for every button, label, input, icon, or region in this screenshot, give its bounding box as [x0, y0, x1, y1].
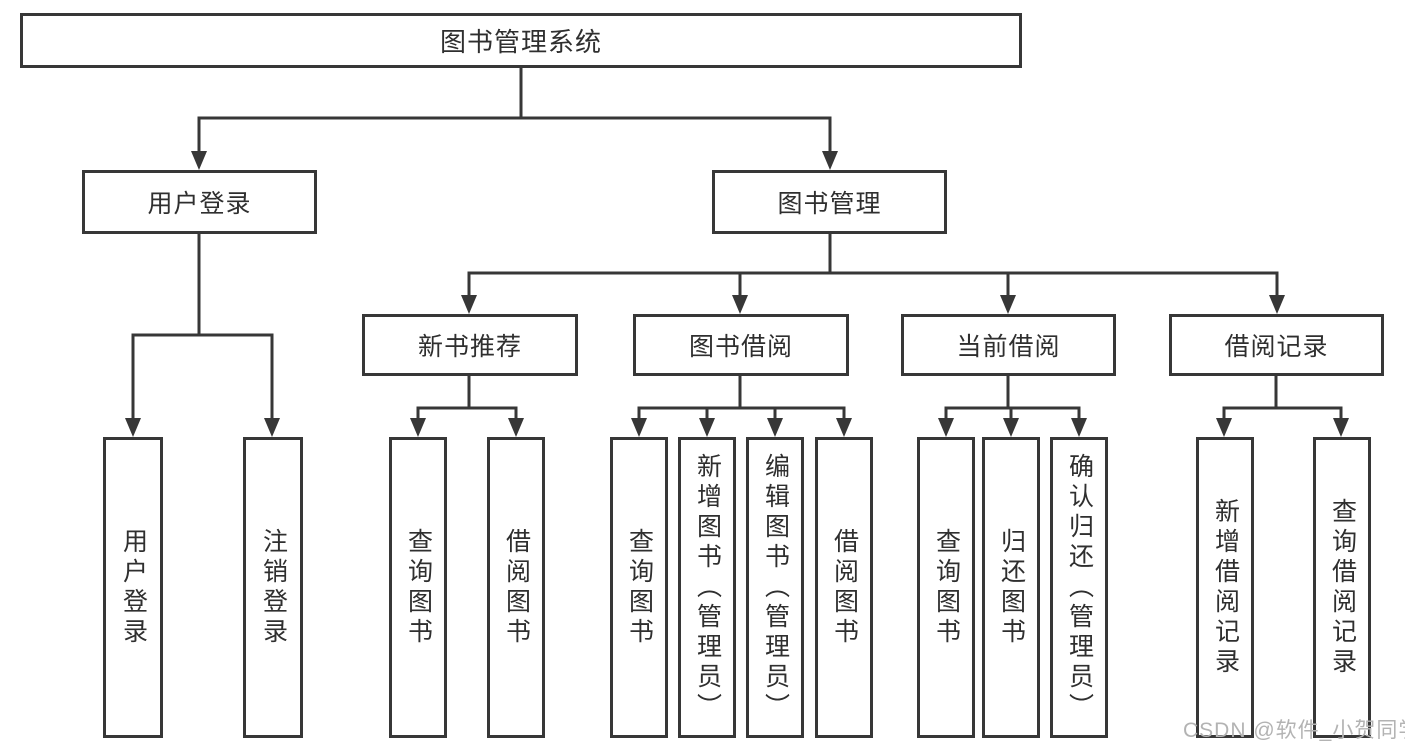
node-label: 图书管理 [777, 190, 882, 218]
leaf-return-books: 归还图书 [982, 437, 1040, 738]
node-label: 图书管理系统 [439, 27, 602, 57]
node-label: 确认归还（管理员） [1065, 452, 1094, 723]
node-label: 查询图书 [625, 527, 654, 648]
leaf-logout: 注销登录 [243, 437, 303, 738]
node-borrowing-records: 借阅记录 [1169, 314, 1384, 376]
node-label: 注销登录 [259, 527, 288, 648]
node-label: 借阅图书 [830, 527, 859, 648]
node-label: 查询图书 [932, 527, 961, 648]
leaf-confirm-return-admin: 确认归还（管理员） [1050, 437, 1108, 738]
leaf-add-borrow-record: 新增借阅记录 [1196, 437, 1254, 738]
node-label: 查询借阅记录 [1328, 497, 1357, 678]
node-book-management: 图书管理 [712, 170, 947, 234]
leaf-add-book-admin: 新增图书（管理员） [678, 437, 736, 738]
node-label: 新增借阅记录 [1211, 497, 1240, 678]
node-label: 图书借阅 [688, 333, 793, 361]
leaf-query-books-current: 查询图书 [917, 437, 975, 738]
node-label: 用户登录 [119, 527, 148, 648]
node-user-login: 用户登录 [82, 170, 317, 234]
node-new-book-recommend: 新书推荐 [362, 314, 578, 376]
node-current-borrowing: 当前借阅 [901, 314, 1116, 376]
leaf-edit-book-admin: 编辑图书（管理员） [746, 437, 804, 738]
leaf-query-borrow-record: 查询借阅记录 [1313, 437, 1371, 738]
leaf-user-login: 用户登录 [103, 437, 163, 738]
node-label: 编辑图书（管理员） [761, 452, 790, 723]
node-label: 归还图书 [997, 527, 1026, 648]
node-label: 用户登录 [147, 190, 252, 218]
node-label: 新书推荐 [417, 333, 522, 361]
leaf-query-books-recommend: 查询图书 [389, 437, 447, 738]
leaf-query-books-borrowing: 查询图书 [610, 437, 668, 738]
node-label: 查询图书 [404, 527, 433, 648]
node-library-system: 图书管理系统 [20, 13, 1022, 68]
node-label: 新增图书（管理员） [693, 452, 722, 723]
node-label: 借阅图书 [502, 527, 531, 648]
node-label: 借阅记录 [1224, 333, 1329, 361]
leaf-borrow-books-recommend: 借阅图书 [487, 437, 545, 738]
node-label: 当前借阅 [956, 333, 1061, 361]
leaf-borrow-books-borrowing: 借阅图书 [815, 437, 873, 738]
csdn-watermark: CSDN @软件_小贺同学 [1183, 719, 1405, 742]
node-book-borrowing: 图书借阅 [633, 314, 849, 376]
